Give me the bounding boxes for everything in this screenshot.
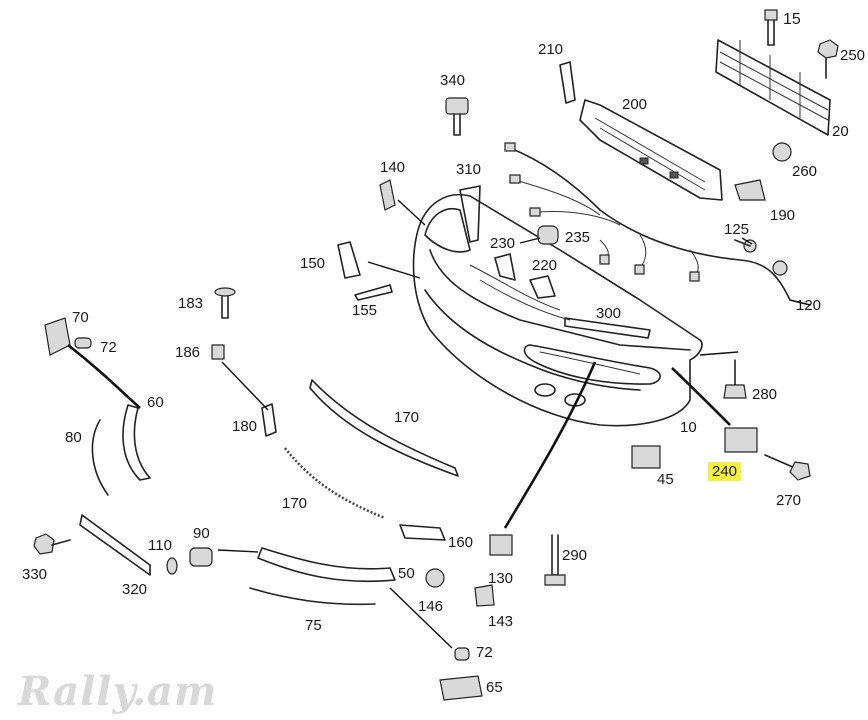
nut-260 — [772, 142, 792, 162]
label-190: 190 — [770, 207, 796, 224]
trim-300 — [564, 317, 651, 339]
label-170-upper: 170 — [394, 409, 420, 426]
label-340: 340 — [440, 72, 466, 89]
cover-160 — [399, 524, 446, 541]
bracket-240 — [724, 427, 758, 453]
bracket-45 — [631, 445, 661, 469]
label-160: 160 — [448, 534, 474, 551]
label-20: 20 — [832, 123, 849, 140]
carrier-bracket-200 — [579, 99, 723, 201]
label-65: 65 — [486, 679, 503, 696]
label-80: 80 — [65, 429, 82, 446]
label-120: 120 — [796, 297, 822, 314]
trim-strip-80 — [91, 419, 109, 496]
label-220: 220 — [532, 257, 558, 274]
label-15: 15 — [783, 11, 801, 28]
label-200: 200 — [622, 96, 648, 113]
trim-strip-60 — [122, 404, 151, 481]
lamp-housing-70 — [44, 317, 71, 356]
clip-230 — [494, 253, 516, 281]
label-130: 130 — [488, 570, 514, 587]
label-270: 270 — [776, 492, 802, 509]
grille-20 — [715, 39, 831, 136]
label-280: 280 — [752, 386, 778, 403]
bolt-330 — [33, 533, 71, 555]
label-140: 140 — [380, 159, 406, 176]
label-72-lower: 72 — [476, 644, 493, 661]
label-10: 10 — [680, 419, 697, 436]
label-170-lower: 170 — [282, 495, 308, 512]
clip-186 — [211, 344, 225, 360]
bracket-150 — [337, 241, 361, 279]
label-110: 110 — [148, 537, 172, 554]
grommet-146 — [425, 568, 445, 588]
grille-mesh-170-lower — [284, 447, 386, 520]
lamp-90 — [189, 547, 213, 567]
label-90: 90 — [193, 525, 210, 542]
label-125: 125 — [724, 221, 750, 238]
moulding-50 — [257, 547, 396, 583]
lamp-65 — [439, 675, 483, 701]
bracket-180 — [261, 403, 277, 437]
bulb-72-lower — [454, 647, 470, 661]
watermark: Rally.am — [18, 668, 218, 715]
label-310: 310 — [456, 161, 482, 178]
clip-143 — [474, 584, 495, 607]
label-235: 235 — [565, 229, 591, 246]
label-290: 290 — [562, 547, 588, 564]
label-50: 50 — [398, 565, 415, 582]
bracket-190 — [734, 179, 766, 201]
label-75: 75 — [305, 617, 322, 634]
label-70-upper: 70 — [72, 309, 89, 326]
bolt-270 — [764, 454, 811, 481]
cover-130 — [489, 534, 513, 556]
label-240-highlighted: 240 — [708, 462, 742, 481]
strip-75 — [249, 587, 376, 606]
label-183: 183 — [178, 295, 204, 312]
label-60: 60 — [147, 394, 164, 411]
bolt-125 — [734, 239, 757, 253]
label-250: 250 — [840, 47, 866, 64]
label-320: 320 — [122, 581, 148, 598]
leader-lines — [67, 199, 811, 649]
bracket-210 — [559, 61, 576, 104]
bumper-cover — [412, 193, 703, 427]
label-300: 300 — [596, 305, 622, 322]
bolt-280 — [723, 359, 747, 399]
bolt-290 — [544, 534, 566, 586]
label-146: 146 — [418, 598, 444, 615]
plate-320 — [79, 514, 151, 576]
bolt-250 — [817, 39, 839, 79]
bracket-220 — [529, 275, 556, 299]
moulding-170-upper — [309, 379, 459, 477]
label-180: 180 — [232, 418, 258, 435]
label-155: 155 — [352, 302, 378, 319]
label-143: 143 — [488, 613, 514, 630]
bolt-340 — [445, 97, 469, 136]
label-330: 330 — [22, 566, 48, 583]
wiring-harness — [504, 142, 811, 306]
label-45: 45 — [657, 471, 674, 488]
label-210: 210 — [538, 41, 564, 58]
label-186: 186 — [175, 344, 201, 361]
label-260: 260 — [792, 163, 818, 180]
label-230: 230 — [490, 235, 516, 252]
fastener-15 — [764, 9, 778, 46]
screw-183 — [214, 287, 236, 319]
bushing-235 — [537, 225, 559, 245]
washer-110 — [166, 557, 178, 575]
bracket-155 — [354, 284, 393, 301]
bracket-310 — [459, 185, 481, 243]
label-150: 150 — [300, 255, 326, 272]
clip-140 — [379, 179, 396, 211]
bulb-72 — [74, 337, 92, 349]
label-72-upper: 72 — [100, 339, 117, 356]
